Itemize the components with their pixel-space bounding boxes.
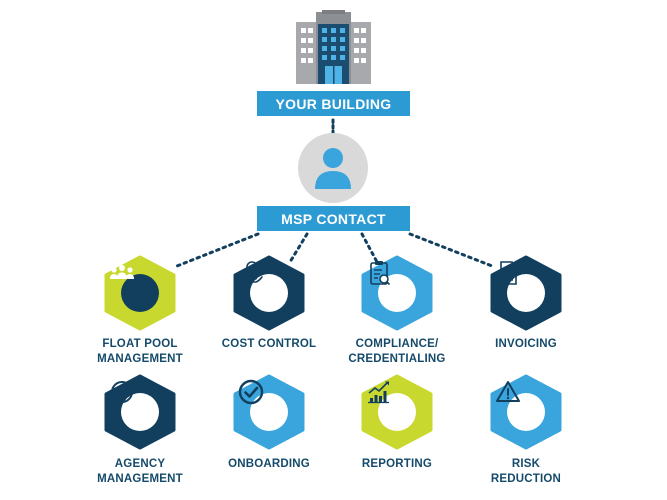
contact-person-icon [298,133,368,203]
warning-triangle-icon [496,381,520,402]
service-label-cost-control: COST CONTROL [221,338,317,350]
invoicing-hexagon: $ [490,255,562,331]
building-icon [296,10,371,84]
bar-chart-arrow-icon [368,381,389,404]
clock-icon [111,381,133,403]
people-group-icon [110,265,134,279]
service-label-onboarding: ONBOARDING [228,458,310,470]
compliance-hexagon [361,255,433,331]
onboarding-hexagon [233,374,305,450]
service-label-compliance: COMPLIANCE/CREDENTIALING [348,338,446,365]
float-pool-hexagon [104,255,176,331]
svg-text:$: $ [503,266,508,274]
checkmark-circle-icon [238,379,264,405]
svg-text:$: $ [250,264,254,272]
your-building-label: YOUR BUILDING [257,91,410,116]
agency-management-hexagon [104,374,176,450]
cost-control-hexagon: $ [233,255,305,331]
service-label-invoicing: INVOICING [495,338,557,350]
hand-coin-icon: $ [239,261,263,283]
connector-dots [331,118,335,135]
reporting-hexagon [361,374,433,450]
clipboard-check-icon [370,261,391,286]
risk-reduction-hexagon [490,374,562,450]
service-label-reporting: REPORTING [361,458,433,470]
msp-contact-label: MSP CONTACT [257,206,410,231]
invoice-document-icon: $ [500,261,517,285]
